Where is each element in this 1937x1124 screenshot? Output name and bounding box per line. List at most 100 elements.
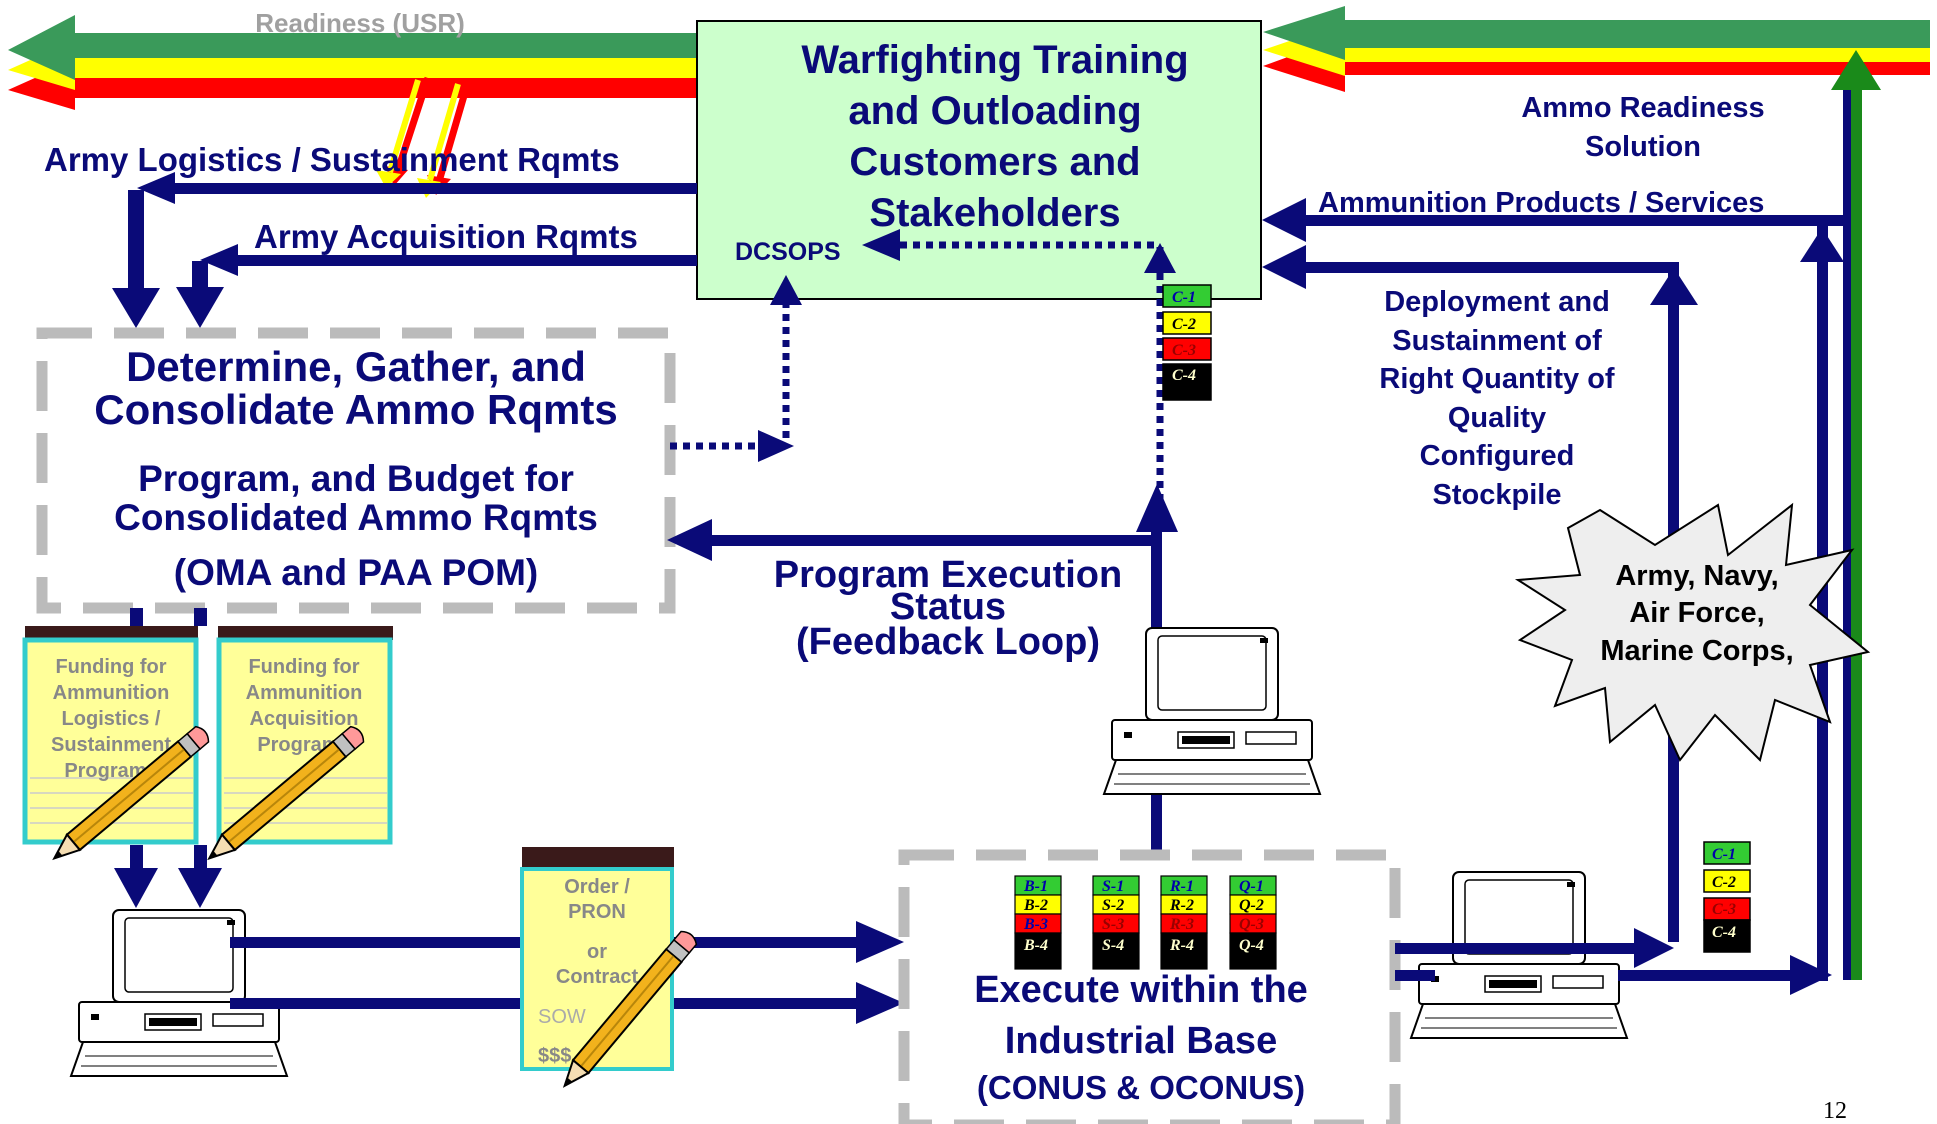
readiness-label: Readiness (USR) bbox=[255, 8, 465, 38]
pom-label: (OMA and PAA POM) bbox=[174, 552, 539, 593]
services-starburst: Army, Navy, Air Force, Marine Corps, bbox=[1514, 502, 1871, 762]
customers-title-line-1: Warfighting Training bbox=[801, 38, 1188, 82]
c-right-2: C-2 bbox=[1712, 874, 1736, 891]
order-line-3: or bbox=[587, 941, 607, 963]
deployment-line-4: Quality bbox=[1448, 402, 1546, 434]
army-acquisition-label: Army Acquisition Rqmts bbox=[254, 218, 638, 255]
deployment-line-6: Stockpile bbox=[1433, 479, 1562, 511]
computer-icon-center bbox=[1103, 627, 1321, 795]
c-top-2: C-2 bbox=[1172, 316, 1196, 333]
order-line-1: Order / bbox=[564, 876, 630, 898]
deployment-line-5: Configured bbox=[1420, 440, 1575, 472]
c-top-1: C-1 bbox=[1172, 289, 1196, 306]
s-3: S-3 bbox=[1102, 916, 1124, 933]
determine-title-line-2: Consolidate Ammo Rqmts bbox=[94, 386, 617, 433]
program-execution-line-3: (Feedback Loop) bbox=[796, 621, 1100, 663]
execute-line-2: Industrial Base bbox=[1005, 1020, 1277, 1062]
c-top-4: C-4 bbox=[1172, 367, 1196, 384]
execute-line-1: Execute within the bbox=[974, 969, 1308, 1011]
ammo-products-arrow bbox=[1262, 198, 1846, 980]
q-4: Q-4 bbox=[1239, 937, 1264, 954]
customers-title-line-4: Stakeholders bbox=[869, 191, 1120, 235]
c-right-3: C-3 bbox=[1712, 901, 1736, 918]
dcsops-label: DCSOPS bbox=[735, 238, 841, 266]
b-2: B-2 bbox=[1023, 897, 1048, 914]
r-2: R-2 bbox=[1169, 897, 1194, 914]
c-right-1: C-1 bbox=[1712, 846, 1736, 863]
readiness-band-right bbox=[1263, 6, 1930, 92]
funding-acquisition-line-2: Ammunition bbox=[246, 682, 363, 704]
customers-box bbox=[696, 20, 1262, 300]
funding-logistics-line-4: Sustainment bbox=[51, 734, 171, 756]
r-4: R-4 bbox=[1169, 937, 1194, 954]
determine-box bbox=[36, 327, 676, 614]
program-execution-arrow bbox=[667, 484, 1178, 850]
ammo-readiness-line-1: Ammo Readiness bbox=[1521, 92, 1764, 124]
order-flow-arrows bbox=[230, 921, 904, 1024]
funding-logistics-line-3: Logistics / bbox=[62, 708, 161, 730]
starburst-line-2: Air Force, bbox=[1629, 597, 1764, 629]
c-right-4: C-4 bbox=[1712, 924, 1736, 941]
program-execution-line-2: Status bbox=[890, 586, 1006, 628]
determine-title-line-1: Determine, Gather, and bbox=[126, 343, 586, 390]
funding-acquisition-line-3: Acquisition bbox=[250, 708, 359, 730]
computer-icon-left bbox=[70, 909, 288, 1077]
r-1: R-1 bbox=[1169, 878, 1194, 895]
b-1: B-1 bbox=[1023, 878, 1048, 895]
q-1: Q-1 bbox=[1239, 878, 1264, 895]
right-computer-arrows bbox=[1395, 928, 1832, 995]
customers-title-line-3: Customers and bbox=[849, 140, 1140, 184]
starburst-line-1: Army, Navy, bbox=[1615, 560, 1778, 592]
determine-program-line-2: Consolidated Ammo Rqmts bbox=[114, 497, 598, 538]
b-4: B-4 bbox=[1023, 937, 1048, 954]
b-3: B-3 bbox=[1023, 916, 1048, 933]
customers-title: Warfighting Training and Outloading Cust… bbox=[801, 38, 1188, 235]
determine-program: Program, and Budget for Consolidated Amm… bbox=[114, 458, 598, 538]
s-2: S-2 bbox=[1102, 897, 1124, 914]
program-execution-line-1: Program Execution bbox=[774, 554, 1122, 596]
starburst-line-3: Marine Corps, bbox=[1600, 635, 1793, 667]
ammo-readiness-label: Ammo Readiness Solution bbox=[1521, 92, 1764, 163]
c-ratings-top: C-1 C-2 C-3 C-4 bbox=[1162, 284, 1212, 401]
deployment-line-1: Deployment and bbox=[1384, 286, 1610, 318]
funding-logistics-line-5: Programs bbox=[64, 760, 157, 782]
army-logistics-label: Army Logistics / Sustainment Rqmts bbox=[44, 141, 620, 178]
army-logistics-arrow bbox=[112, 172, 697, 328]
q-3: Q-3 bbox=[1239, 916, 1264, 933]
determine-to-dcsops-dotted bbox=[670, 275, 802, 462]
c-top-3: C-3 bbox=[1172, 342, 1196, 359]
funding-down-arrows bbox=[114, 608, 222, 908]
funding-acquisition-line-1: Funding for bbox=[248, 656, 359, 678]
order-line-4: Contract bbox=[556, 966, 639, 988]
ammo-readiness-line-2: Solution bbox=[1585, 131, 1701, 163]
c-ratings-right: C-1 C-2 C-3 C-4 bbox=[1703, 841, 1751, 953]
order-line-5: SOW bbox=[538, 1006, 586, 1028]
deployment-line-3: Right Quantity of bbox=[1379, 363, 1615, 395]
bsrq-ratings: B-1 B-2 B-3 B-4 S-1 S-2 S-3 S-4 R-1 R-2 … bbox=[1014, 875, 1277, 970]
computer-icon-right bbox=[1410, 871, 1628, 1039]
execute-line-3: (CONUS & OCONUS) bbox=[977, 1069, 1305, 1106]
funding-acquisition-page: Funding for Ammunition Acquisition Progr… bbox=[216, 626, 393, 845]
order-line-6: $$$ bbox=[538, 1045, 571, 1067]
determine-title: Determine, Gather, and Consolidate Ammo … bbox=[94, 343, 617, 433]
deployment-label: Deployment and Sustainment of Right Quan… bbox=[1379, 286, 1615, 511]
determine-program-line-1: Program, and Budget for bbox=[138, 458, 574, 499]
funding-logistics-line-2: Ammunition bbox=[53, 682, 170, 704]
deployment-line-2: Sustainment of bbox=[1392, 325, 1602, 357]
dcsops-dotted-arrow bbox=[862, 229, 1176, 525]
execute-box bbox=[898, 849, 1401, 1124]
r-3: R-3 bbox=[1169, 916, 1194, 933]
q-2: Q-2 bbox=[1239, 897, 1264, 914]
funding-logistics-line-1: Funding for bbox=[55, 656, 166, 678]
readiness-band-left bbox=[8, 15, 700, 110]
right-green-riser bbox=[1831, 50, 1881, 980]
customers-title-line-2: and Outloading bbox=[848, 89, 1141, 133]
s-4: S-4 bbox=[1102, 937, 1124, 954]
program-execution-label: Program Execution Status (Feedback Loop) bbox=[774, 554, 1122, 663]
order-line-2: PRON bbox=[568, 901, 626, 923]
page-number: 12 bbox=[1823, 1098, 1847, 1124]
execute-label: Execute within the Industrial Base (CONU… bbox=[974, 969, 1308, 1106]
s-1: S-1 bbox=[1102, 878, 1124, 895]
army-acquisition-arrow bbox=[176, 244, 697, 328]
